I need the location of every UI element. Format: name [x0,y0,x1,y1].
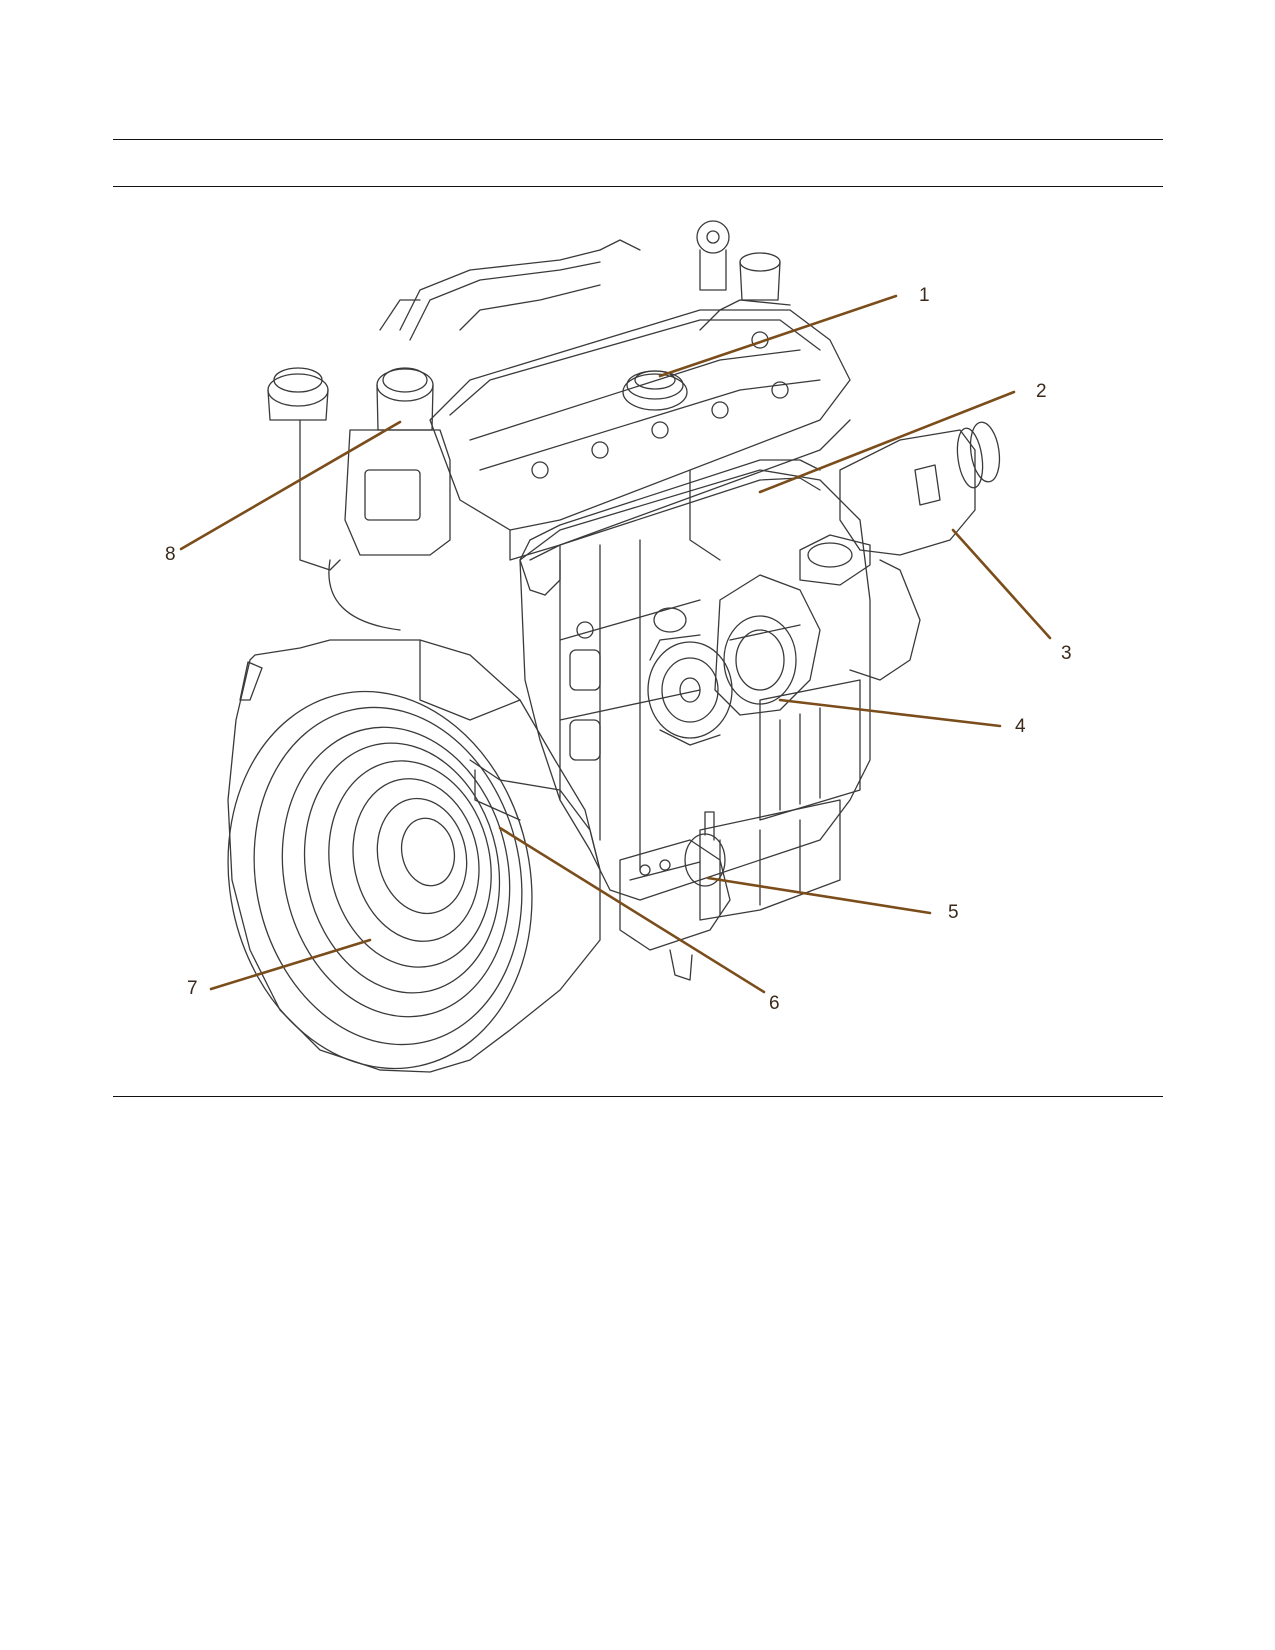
figure-bottom-rule [113,1096,1163,1097]
callout-8: 8 [165,544,176,565]
engine-block-drawing [519,469,871,921]
leader-line-6 [498,826,766,994]
callout-2: 2 [1036,381,1047,402]
leader-line-3 [951,528,1052,640]
callout-3: 3 [1061,643,1072,664]
leader-line-2 [758,390,1016,494]
callout-6: 6 [769,993,780,1014]
leader-line-7 [209,938,372,991]
header-top-rule [113,139,1163,140]
air-intake-drawing [799,421,1001,681]
callout-5: 5 [948,902,959,923]
flywheel-housing-drawing [227,639,601,1073]
starter-motor-drawing [619,811,731,981]
intake-manifold-drawing [519,459,821,596]
leader-line-1 [658,294,898,378]
callout-1: 1 [919,285,930,306]
turbocharger-drawing [647,574,821,746]
header-bottom-rule [113,186,1163,187]
callout-4: 4 [1015,716,1026,737]
leader-line-4 [778,698,1002,728]
cylinder-head-drawing [429,220,851,561]
fuel-lines-drawing [379,239,641,341]
leader-line-8 [179,420,402,551]
leader-line-5 [706,876,932,915]
callout-7: 7 [187,978,198,999]
engine-illustration [179,220,1052,1073]
filler-neck-drawing [267,367,451,631]
